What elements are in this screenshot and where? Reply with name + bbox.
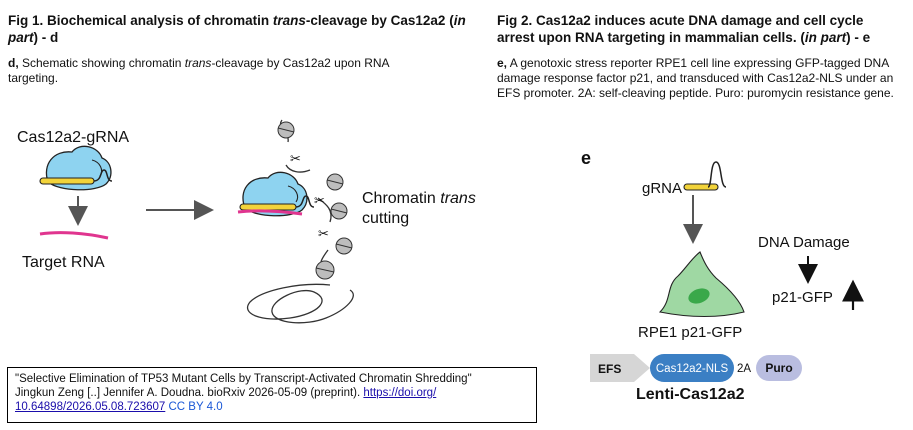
grna-label: gRNA	[642, 180, 682, 197]
citation-authors: Jingkun Zeng [..] Jennifer A. Doudna. bi…	[15, 386, 529, 400]
fig2-description: e, A genotoxic stress reporter RPE1 cell…	[497, 56, 909, 101]
citation-doi-line: 10.64898/2026.05.08.723607 CC BY 4.0	[15, 400, 529, 414]
puro-label: Puro	[765, 361, 792, 375]
lenti-cas12a2-label: Lenti-Cas12a2	[636, 386, 745, 403]
fig2-title-line2: arrest upon RNA targeting in mammalian c…	[497, 30, 805, 45]
rpe1-label: RPE1 p21-GFP	[638, 324, 742, 341]
puro-box	[756, 355, 802, 381]
cas-nls-label: Cas12a2-NLS	[656, 363, 729, 375]
chromatin-trans-label: Chromatin trans	[362, 190, 476, 207]
cas12a2-grna-label: Cas12a2-gRNA	[17, 129, 129, 146]
dna-damage-label: DNA Damage	[758, 234, 850, 251]
fig1-title-post: ) - d	[33, 30, 59, 45]
fig2-title-line1: Fig 2. Cas12a2 induces acute DNA damage …	[497, 13, 864, 28]
doi-link-part2[interactable]: 10.64898/2026.05.08.723607	[15, 401, 166, 413]
grna-icon	[683, 161, 727, 191]
fig1-desc-pre: Schematic showing chromatin	[18, 56, 185, 70]
lenti-cassette: EFS Cas12a2-NLS 2A Puro	[590, 354, 802, 382]
fig2-title-italic: in part	[804, 30, 847, 45]
chromatin-label: Chromatin	[362, 190, 440, 207]
target-rna-label: Target RNA	[22, 254, 105, 271]
fig2-title: Fig 2. Cas12a2 induces acute DNA damage …	[497, 12, 909, 46]
svg-text:✂: ✂	[290, 152, 301, 167]
license-link[interactable]: CC BY 4.0	[168, 401, 223, 413]
two-a-label: 2A	[737, 363, 751, 375]
fig1-title-italic2: in part	[8, 13, 466, 45]
cas12a2-complex-icon	[39, 145, 113, 191]
fig1-title: Fig 1. Biochemical analysis of chromatin…	[8, 12, 478, 46]
fig2-desc-text: A genotoxic stress reporter RPE1 cell li…	[497, 56, 894, 100]
chromatin-fiber	[247, 119, 354, 324]
fig1-title-mid: -cleavage by Cas12a2 (	[305, 13, 454, 28]
citation-title: "Selective Elimination of TP53 Mutant Ce…	[15, 373, 472, 385]
citation-authors-text: Jingkun Zeng [..] Jennifer A. Doudna. bi…	[15, 387, 364, 399]
p21-gfp-label: p21-GFP	[772, 289, 833, 306]
cutting-label: cutting	[362, 210, 409, 227]
doi-link-part1[interactable]: https://doi.org/	[363, 387, 437, 399]
fig1-desc-italic: trans	[184, 56, 212, 70]
efs-promoter	[590, 354, 650, 382]
fig1-description: d, Schematic showing chromatin trans-cle…	[8, 56, 428, 86]
cas12a2-nls-box	[650, 354, 734, 382]
activated-cas12a2-icon	[237, 171, 315, 217]
fig1-title-text: Fig 1. Biochemical analysis of chromatin	[8, 13, 273, 28]
fig2-title-post: ) - e	[846, 30, 871, 45]
svg-text:✂: ✂	[314, 194, 325, 209]
efs-label: EFS	[598, 362, 621, 376]
citation-box: "Selective Elimination of TP53 Mutant Ce…	[7, 367, 537, 423]
rpe1-cell-icon	[658, 251, 745, 318]
nucleosome-icons	[277, 121, 353, 280]
fig1-desc-post: -cleavage by Cas12a2 upon RNA targeting.	[8, 56, 389, 85]
fig2-desc-bold: e,	[497, 56, 508, 70]
fig1-title-italic: trans	[272, 13, 306, 28]
target-rna-strand	[39, 231, 109, 240]
panel-e-label: e	[581, 148, 591, 168]
scissors-icons: ✂ ✂ ✂	[290, 152, 329, 242]
svg-text:✂: ✂	[318, 227, 329, 242]
trans-label: trans	[440, 190, 476, 207]
fig1-desc-bold: d,	[8, 56, 19, 70]
